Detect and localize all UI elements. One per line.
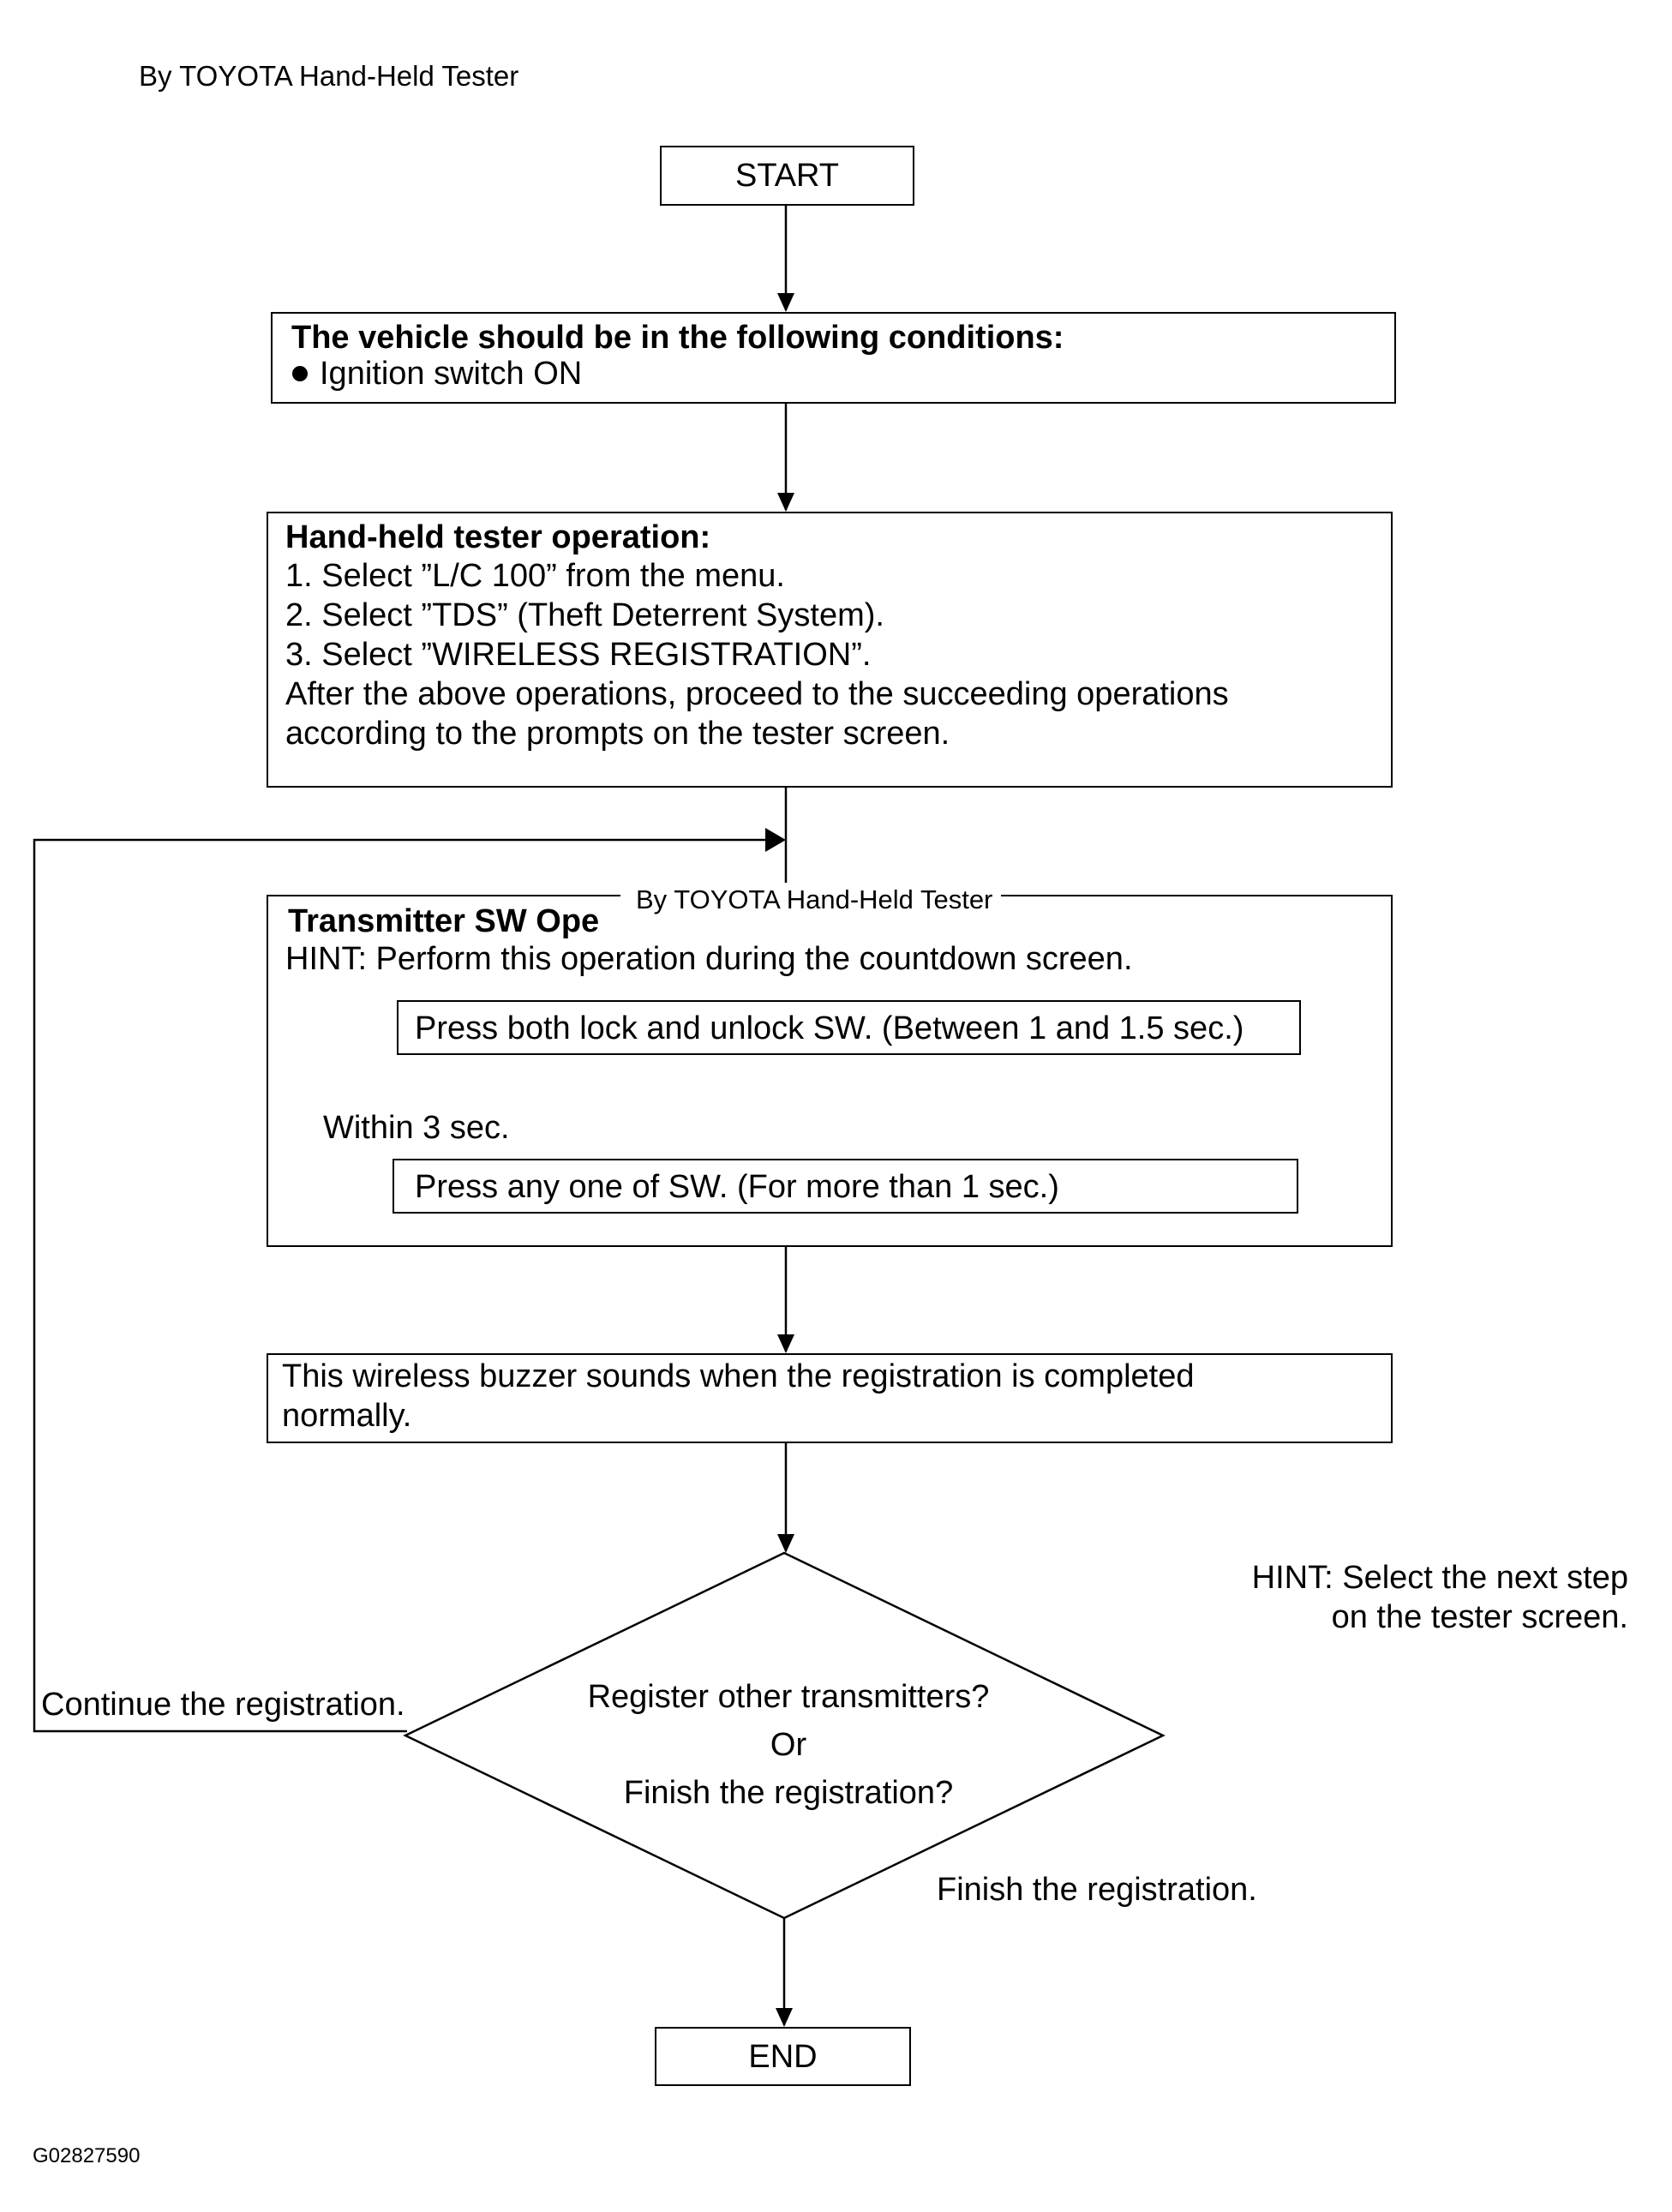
buzzer-box: This wireless buzzer sounds when the reg… <box>267 1353 1393 1443</box>
decision-line-2: Or <box>770 1727 807 1763</box>
decision-line-3: Finish the registration? <box>623 1775 954 1811</box>
continue-label: Continue the registration. <box>41 1687 405 1723</box>
finish-label: Finish the registration. <box>937 1872 1257 1908</box>
end-label: END <box>748 2039 818 2075</box>
start-label: START <box>734 158 840 194</box>
conditions-heading: The vehicle should be in the following c… <box>291 320 1064 356</box>
conditions-box: The vehicle should be in the following c… <box>271 312 1396 404</box>
side-hint-line-1: HINT: Select the next step <box>1251 1560 1628 1596</box>
interval-label: Within 3 sec. <box>323 1110 510 1146</box>
transmitter-operation-heading: Transmitter SW Ope <box>288 903 600 939</box>
step-2-label: Press any one of SW. (For more than 1 se… <box>415 1169 1059 1205</box>
tester-operation-line-3: 3. Select ”WIRELESS REGISTRATION”. <box>285 637 872 673</box>
tester-operation-line-5: according to the prompts on the tester s… <box>285 716 950 752</box>
bullet-icon <box>292 366 308 381</box>
tester-operation-heading: Hand-held tester operation: <box>285 519 711 555</box>
transmitter-operation-hint: HINT: Perform this operation during the … <box>285 941 1133 977</box>
header-title: By TOYOTA Hand-Held Tester <box>139 60 519 92</box>
step-1-label: Press both lock and unlock SW. (Between … <box>415 1010 1244 1046</box>
start-box: START <box>660 146 914 206</box>
tester-operation-line-2: 2. Select ”TDS” (Theft Deterrent System)… <box>285 597 884 633</box>
loop-back-line <box>33 838 771 1733</box>
step-1-box: Press both lock and unlock SW. (Between … <box>397 1000 1301 1055</box>
tester-operation-line-4: After the above operations, proceed to t… <box>285 676 1229 712</box>
buzzer-line-1: This wireless buzzer sounds when the reg… <box>282 1358 1195 1394</box>
conditions-item: Ignition switch ON <box>320 356 583 392</box>
end-box: END <box>655 2027 911 2086</box>
decision-line-1: Register other transmitters? <box>587 1679 990 1715</box>
figure-code: G02827590 <box>33 2144 141 2167</box>
transmitter-overlay-label: By TOYOTA Hand-Held Tester <box>620 883 1002 916</box>
buzzer-line-2: normally. <box>282 1398 412 1434</box>
step-2-box: Press any one of SW. (For more than 1 se… <box>393 1159 1298 1214</box>
tester-operation-line-1: 1. Select ”L/C 100” from the menu. <box>285 558 785 594</box>
side-hint-line-2: on the tester screen. <box>1331 1599 1628 1635</box>
tester-operation-box: Hand-held tester operation: 1. Select ”L… <box>267 512 1393 788</box>
